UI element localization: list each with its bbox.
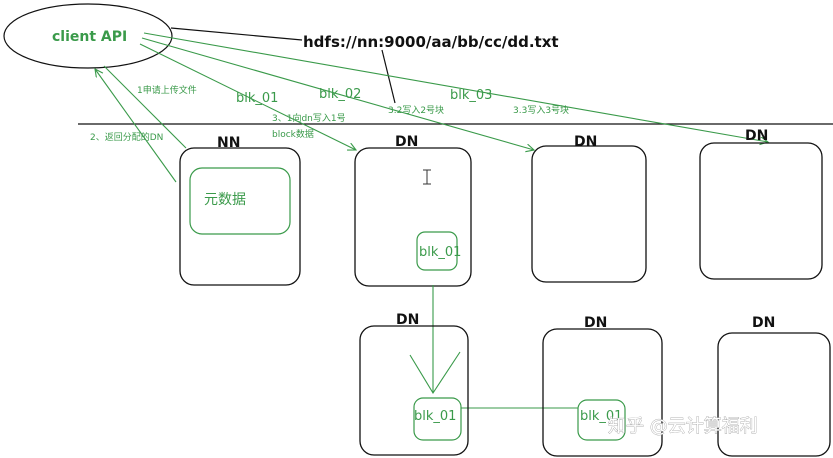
datanode-label: DN: [745, 128, 768, 144]
datanode-top-2: DN: [531, 134, 647, 283]
block-chip: [413, 397, 462, 441]
step-write-block1-line2: block数据: [272, 128, 314, 140]
blk1-label: blk_01: [236, 91, 278, 106]
write-blk3-arrow: [143, 32, 768, 142]
namenode-label: NN: [217, 135, 240, 151]
return-dn-arrow: [95, 69, 177, 183]
blk2-label: blk_02: [319, 87, 361, 102]
client-node: client API: [3, 3, 173, 69]
block-label: blk_01: [419, 245, 461, 260]
request-upload-line: [103, 65, 187, 149]
block-chip: [577, 399, 626, 441]
client-label: client API: [52, 29, 127, 45]
datanode-label: DN: [574, 134, 597, 150]
datanode-label: DN: [396, 312, 419, 328]
step-write-block1-line1: 3、1向dn写入1号: [272, 112, 346, 124]
step-write-block2: 3.2写入2号块: [388, 104, 444, 116]
blk3-label: blk_03: [450, 88, 492, 103]
datanode-label: DN: [584, 315, 607, 331]
watermark: 知乎 @云计算福利: [608, 416, 758, 437]
metadata-box: [189, 167, 291, 235]
metadata-label: 元数据: [204, 192, 246, 208]
datanode-bottom-1: DN blk_01: [359, 312, 469, 456]
replicate-down-arrowhead: [409, 351, 461, 395]
step-write-block3: 3.3写入3号块: [513, 104, 569, 116]
datanode-label: DN: [752, 315, 775, 331]
path-pointer-line: [381, 49, 396, 104]
block-label: blk_01: [580, 409, 622, 424]
namenode-box: NN 元数据: [179, 135, 301, 286]
client-path-connector: [170, 27, 303, 41]
file-path-label: hdfs://nn:9000/aa/bb/cc/dd.txt: [303, 33, 559, 51]
write-blk1-arrow: [139, 43, 356, 150]
datanode-top-1: DN blk_01: [354, 134, 472, 287]
datanode-top-3: DN: [699, 128, 823, 280]
text-cursor-icon: [423, 169, 431, 185]
datanode-label: DN: [395, 134, 418, 150]
datanode-bottom-3: DN: [717, 315, 831, 457]
block-chip: [416, 231, 458, 271]
write-blk2-arrow: [141, 37, 534, 150]
datanode-bottom-2: DN blk_01: [542, 315, 663, 457]
step-return-dn: 2、返回分配的DN: [90, 131, 163, 143]
block-label: blk_01: [414, 409, 456, 424]
step-request-upload: 1申请上传文件: [137, 84, 197, 96]
